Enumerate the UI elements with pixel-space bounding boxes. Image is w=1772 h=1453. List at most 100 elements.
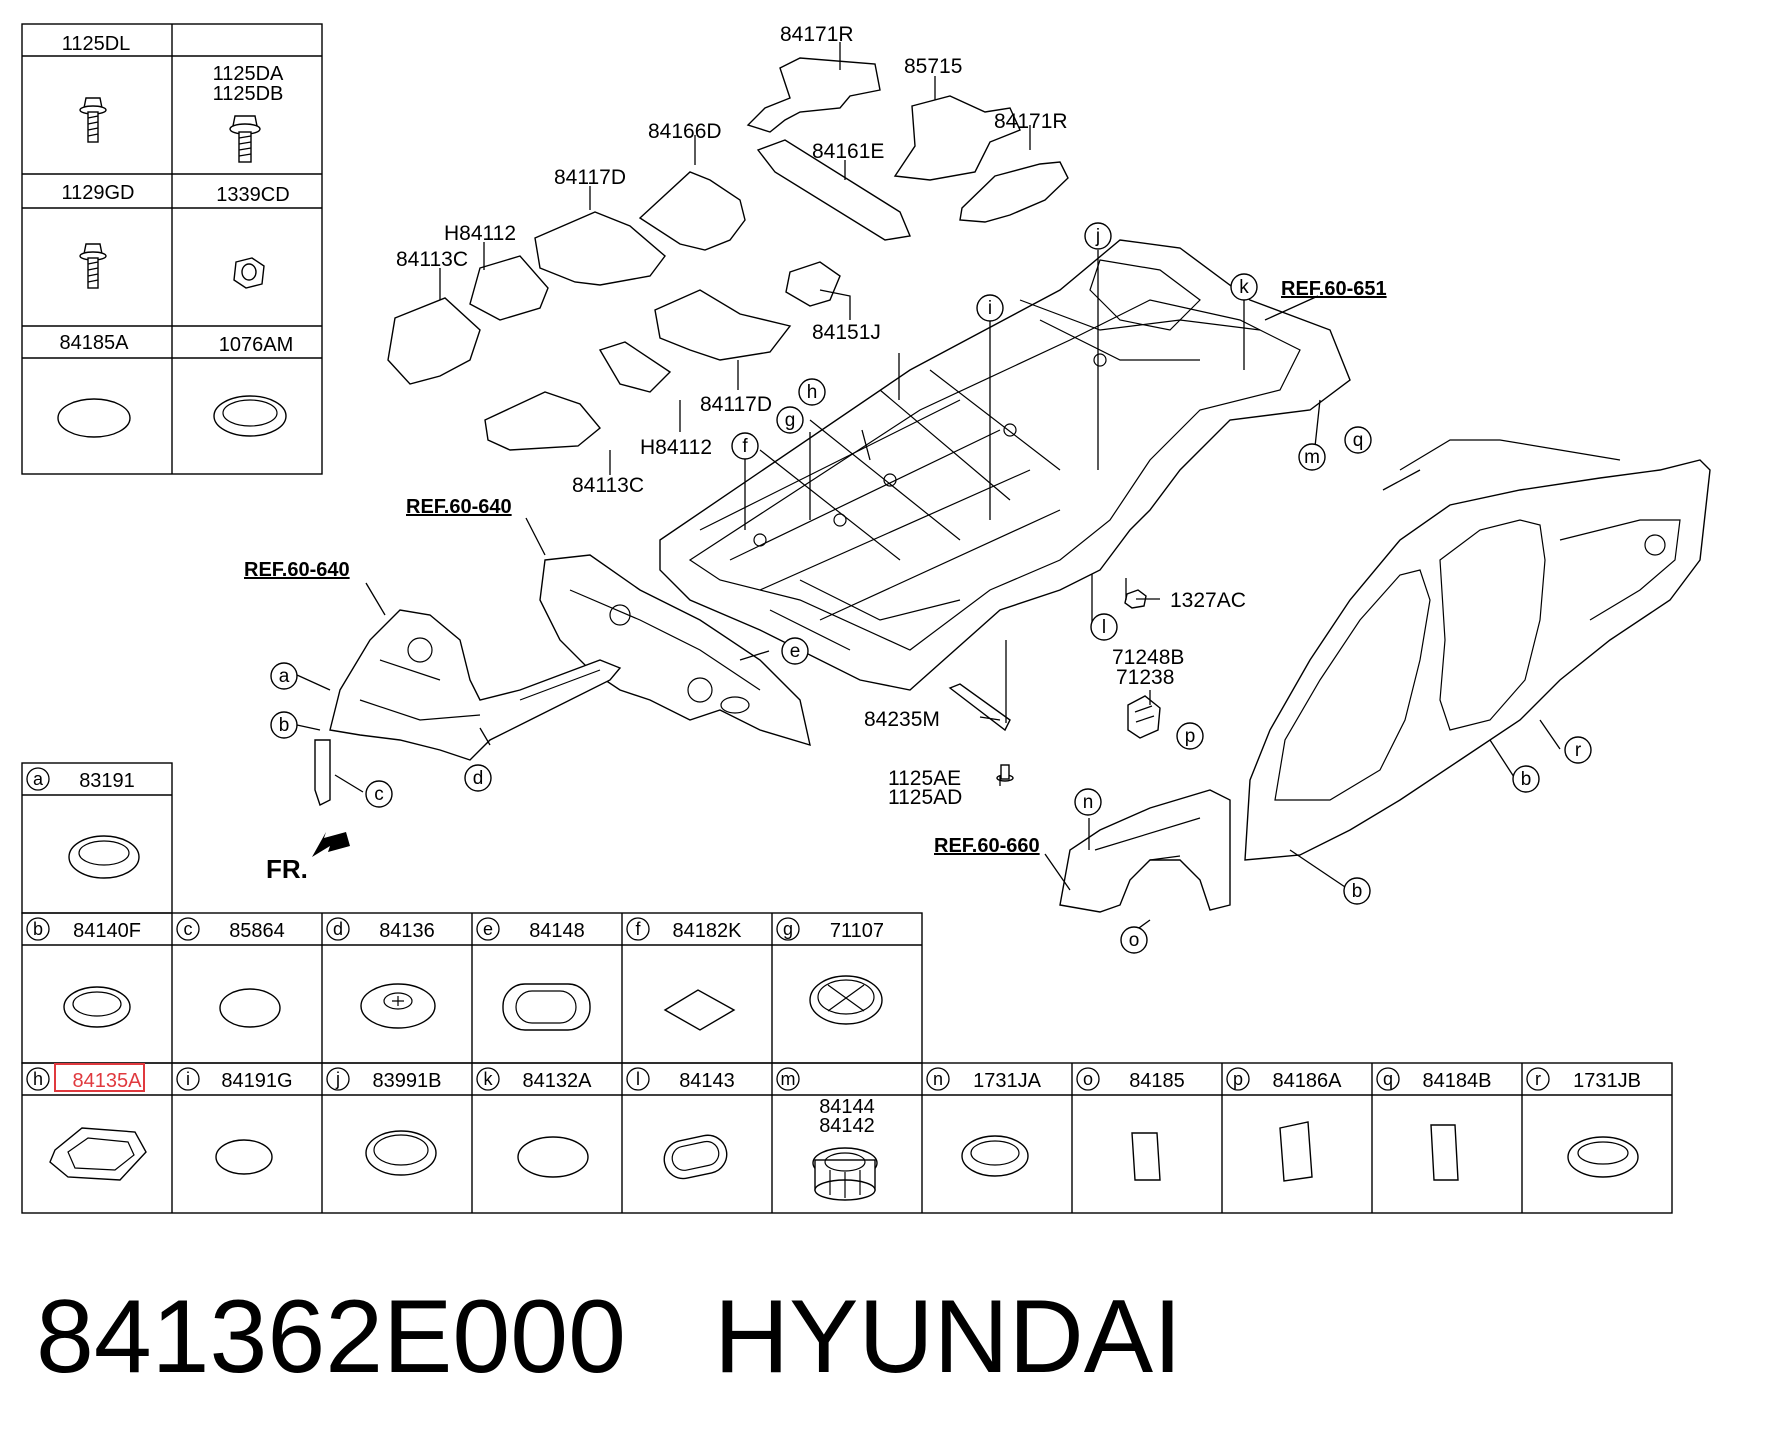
fastener-code: 1129GD <box>61 182 134 204</box>
dash-panel <box>539 554 811 747</box>
legend-cell-c: c 85864 <box>176 917 285 942</box>
callout-letter: f <box>742 436 748 457</box>
fastener-table: 1125DL 1125DA 1125DB 1129GD 1339CD 84185… <box>21 23 323 475</box>
oval-plug-icon <box>57 398 131 438</box>
legend-letter: f <box>635 919 641 939</box>
legend-part-number: 1731JA <box>973 1070 1041 1092</box>
legend-letter: e <box>483 919 493 939</box>
legend-cell-e: e 84148 <box>476 917 585 942</box>
legend-cell-b: b 84140F <box>26 917 141 942</box>
part-icon-j <box>365 1130 437 1176</box>
floor-pan-assembly <box>659 239 1351 691</box>
callout-d: d <box>464 764 492 792</box>
callout-b: b <box>1512 765 1540 793</box>
callout-m: m <box>1298 443 1326 471</box>
fastener-code: 1125DL <box>62 33 131 55</box>
part-label: H84112 <box>640 436 712 459</box>
flange-bolt-icon <box>79 243 107 289</box>
callout-q: q <box>1344 426 1372 454</box>
legend-letter: i <box>186 1069 190 1089</box>
callout-letter: n <box>1083 792 1094 813</box>
part-label: 84166D <box>648 120 722 143</box>
legend-letter: g <box>783 919 793 939</box>
callout-letter: m <box>1304 447 1320 468</box>
nut-1327ac-icon <box>1124 589 1147 609</box>
diagram-labels: 84171R 85715 84171R 84166D 84161E 84117D… <box>244 23 1387 884</box>
front-side-member <box>314 609 622 806</box>
callout-f: f <box>731 432 759 460</box>
part-icon-k <box>517 1136 589 1178</box>
legend-part-number: 84148 <box>529 920 585 942</box>
callout-letter: b <box>1521 769 1532 790</box>
callout-letter: b <box>1352 881 1363 902</box>
legend-letter: c <box>184 919 193 939</box>
part-label: 84151J <box>812 321 881 344</box>
part-number: 841362E000 <box>36 1279 626 1395</box>
part-label: 85715 <box>904 55 962 78</box>
part-label: 1327AC <box>1170 589 1246 612</box>
front-fender <box>1059 789 1231 913</box>
legend-cell-g: g 71107 <box>776 917 884 942</box>
floor-brackets <box>948 589 1161 782</box>
legend-letter: j <box>335 1069 340 1089</box>
part-icon-d <box>360 983 436 1029</box>
callout-letter: k <box>1239 277 1249 298</box>
direction-label: FR. <box>266 854 308 884</box>
legend-cell-l: l 84143 <box>626 1067 735 1092</box>
legend-part-number: 84140F <box>73 920 141 942</box>
part-label: 84161E <box>812 140 884 163</box>
callout-letter: a <box>279 666 290 687</box>
part-label: 84117D <box>554 166 626 189</box>
body-side-panel <box>1244 439 1711 861</box>
ref-label: REF.60-651 <box>1281 278 1387 300</box>
part-icon-e <box>502 983 591 1031</box>
callout-e: e <box>781 637 809 665</box>
callout-a: a <box>270 662 298 690</box>
callout-letter: c <box>374 784 384 805</box>
part-icon-q <box>1430 1124 1459 1181</box>
bolt-icon <box>996 764 1014 782</box>
legend-part-number: 71107 <box>830 920 884 942</box>
legend-part-number: 84136 <box>379 920 435 942</box>
part-label: H84112 <box>444 222 516 245</box>
part-label: 84171R <box>780 23 854 46</box>
legend-part-number: 84143 <box>679 1070 735 1092</box>
legend-part-number: 84135A <box>73 1070 143 1092</box>
callout-l: l <box>1090 613 1118 641</box>
hex-nut-icon <box>233 257 265 289</box>
fastener-code: 1125DA <box>213 63 284 85</box>
legend-part-number: 1731JB <box>1573 1070 1641 1092</box>
callout-letter: o <box>1129 930 1140 951</box>
part-icon-c <box>219 988 281 1028</box>
legend-letter: h <box>33 1069 43 1089</box>
part-label: 84113C <box>572 474 644 497</box>
front-direction-arrow-icon <box>312 832 350 857</box>
part-label: 84113C <box>396 248 468 271</box>
callout-letter: p <box>1185 726 1196 747</box>
legend-part-number: 84144 <box>819 1096 875 1118</box>
callout-b: b <box>270 711 298 739</box>
callout-c: c <box>365 780 393 808</box>
callout-r: r <box>1564 736 1592 764</box>
legend-part-number: 84182K <box>673 920 743 942</box>
insulation-pads <box>387 57 1069 451</box>
legend-part-number: 84132A <box>523 1070 593 1092</box>
callout-letter: d <box>473 768 484 789</box>
legend-part-number: 85864 <box>229 920 285 942</box>
part-icon-h <box>49 1127 147 1181</box>
legend-letter: l <box>636 1069 640 1089</box>
legend-letter: b <box>33 919 43 939</box>
callout-o: o <box>1120 926 1148 954</box>
